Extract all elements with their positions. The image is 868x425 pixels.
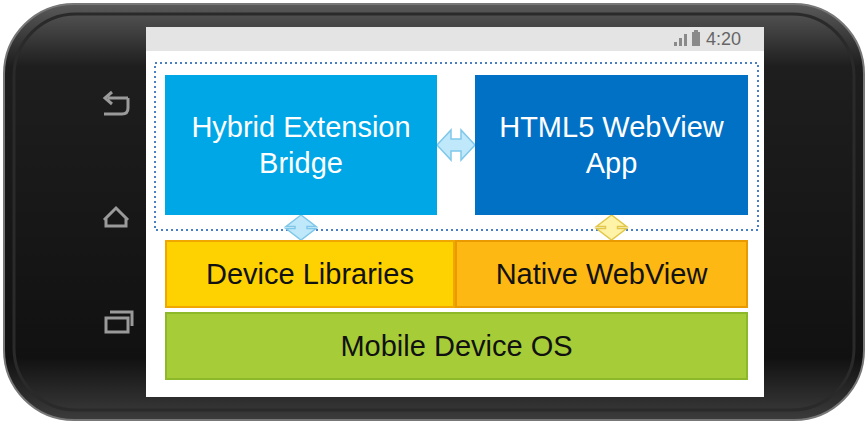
- box-label: Mobile Device OS: [340, 328, 572, 364]
- signal-icon: [674, 34, 687, 46]
- device-libraries-box: Device Libraries: [165, 240, 455, 308]
- battery-tip: [694, 30, 698, 32]
- nav-buttons: [104, 92, 132, 332]
- clock-text: 4:20: [706, 29, 741, 49]
- box-label: Hybrid Extension Bridge: [179, 109, 423, 182]
- box-label: HTML5 WebView App: [489, 109, 734, 182]
- battery-icon: [692, 32, 700, 46]
- bridge-box: Hybrid Extension Bridge: [165, 75, 437, 215]
- status-bar: [146, 27, 764, 51]
- os-box: Mobile Device OS: [165, 312, 748, 380]
- screen: [146, 27, 764, 397]
- webview-app-box: HTML5 WebView App: [475, 75, 748, 215]
- phone-bezel: [14, 14, 854, 410]
- dotted-group-outline: [155, 63, 758, 230]
- double-arrow: [286, 215, 316, 240]
- double-arrow: [437, 130, 475, 160]
- phone-body: [4, 4, 864, 420]
- double-arrow: [597, 215, 627, 240]
- native-webview-box: Native WebView: [455, 240, 748, 308]
- box-label: Device Libraries: [206, 256, 414, 292]
- box-label: Native WebView: [496, 256, 708, 292]
